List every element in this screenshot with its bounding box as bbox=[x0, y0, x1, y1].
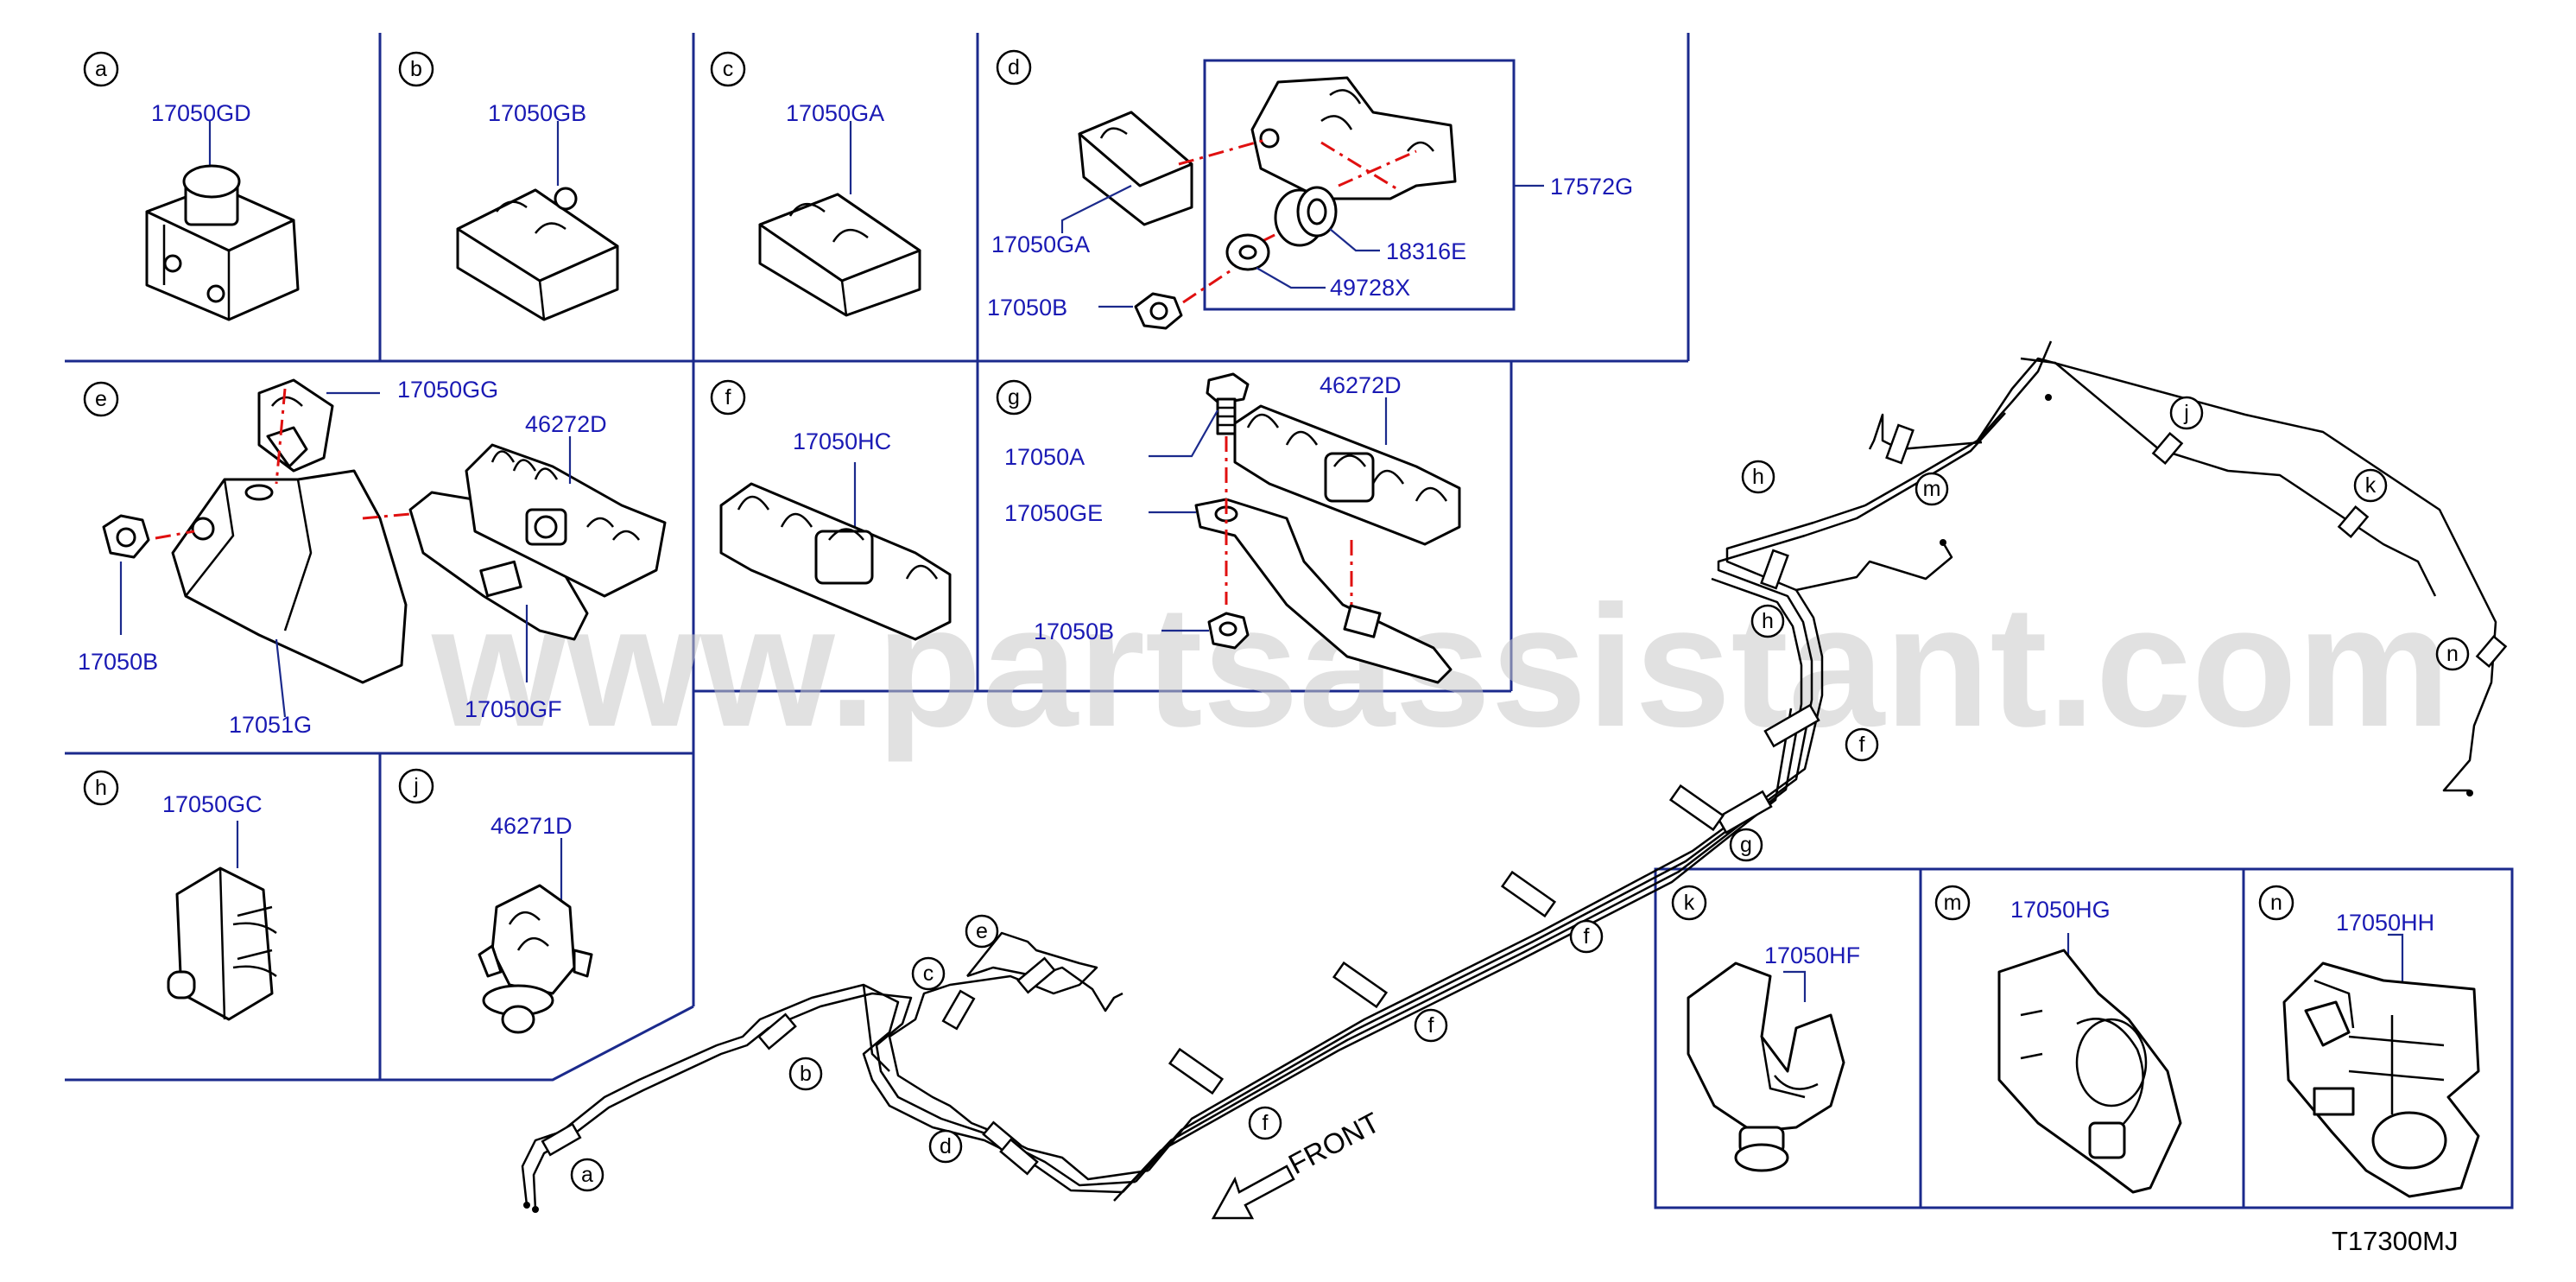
callout-f-2: f bbox=[1569, 919, 1604, 954]
panel-c-clip bbox=[758, 121, 921, 317]
pipe-routing bbox=[521, 340, 2508, 1213]
panel-letter-k: k bbox=[1671, 885, 1707, 921]
callout-d: e bbox=[965, 914, 999, 949]
part-label-17050GD: 17050GD bbox=[151, 100, 251, 126]
part-label-17050B-e: 17050B bbox=[78, 649, 158, 675]
svg-text:h: h bbox=[1762, 609, 1774, 633]
part-label-17050HG: 17050HG bbox=[2010, 897, 2111, 923]
panel-letter-m: m bbox=[1934, 885, 1971, 921]
part-label-17050GA: 17050GA bbox=[786, 100, 884, 126]
svg-text:b: b bbox=[800, 1062, 812, 1086]
part-label-17050HC: 17050HC bbox=[793, 428, 891, 454]
callout-n: n bbox=[2435, 637, 2470, 671]
callout-h-upper: h bbox=[1741, 460, 1775, 494]
svg-text:h: h bbox=[1752, 465, 1764, 489]
svg-text:f: f bbox=[1263, 1111, 1269, 1135]
callout-b: b bbox=[788, 1057, 823, 1091]
part-label-17050HF: 17050HF bbox=[1764, 942, 1860, 968]
part-label-17050GC: 17050GC bbox=[162, 791, 263, 817]
part-label-17050GG: 17050GG bbox=[397, 377, 498, 403]
svg-text:f: f bbox=[725, 385, 731, 409]
svg-text:k: k bbox=[1684, 891, 1695, 915]
svg-text:n: n bbox=[2270, 891, 2282, 915]
svg-text:d: d bbox=[940, 1134, 952, 1158]
svg-text:g: g bbox=[1740, 833, 1752, 857]
part-label-17051G: 17051G bbox=[229, 712, 312, 738]
part-label-17050B-g: 17050B bbox=[1034, 619, 1114, 644]
panel-g-assembly bbox=[1149, 372, 1461, 684]
panel-f-clip bbox=[719, 462, 952, 641]
callout-m: m bbox=[1915, 472, 1949, 506]
drawing-code: T17300MJ bbox=[2332, 1226, 2458, 1256]
svg-text:c: c bbox=[923, 962, 934, 986]
callout-f-3: f bbox=[1414, 1008, 1448, 1043]
panel-letter-f: f bbox=[710, 379, 746, 416]
svg-text:m: m bbox=[1923, 477, 1941, 501]
svg-text:n: n bbox=[2446, 642, 2459, 666]
part-label-18316E: 18316E bbox=[1386, 238, 1466, 264]
panel-letter-g: g bbox=[996, 379, 1032, 416]
part-label-17050HH: 17050HH bbox=[2336, 910, 2434, 936]
part-label-49728X: 49728X bbox=[1330, 275, 1410, 301]
callout-j: j bbox=[2169, 396, 2204, 430]
svg-text:d: d bbox=[1008, 55, 1020, 79]
part-label-17050GA-d: 17050GA bbox=[991, 232, 1090, 257]
callout-g: g bbox=[1729, 828, 1763, 862]
front-arrow-icon bbox=[1211, 1165, 1295, 1220]
front-label: FRONT bbox=[1283, 1106, 1385, 1180]
panel-b-clip bbox=[456, 121, 619, 321]
callout-f-4: f bbox=[1248, 1106, 1282, 1140]
svg-text:h: h bbox=[95, 776, 107, 800]
svg-text:f: f bbox=[1859, 733, 1865, 757]
callout-c: c bbox=[911, 956, 946, 991]
route-callouts: h m j k n h f g f f f e c b d a bbox=[570, 396, 2470, 1192]
panel-a-clip bbox=[145, 121, 300, 321]
svg-text:j: j bbox=[2183, 401, 2189, 425]
panel-letters: a b c d e f g h j k m n bbox=[83, 49, 2294, 921]
panel-letter-b: b bbox=[398, 51, 434, 87]
part-label-17050B-d: 17050B bbox=[987, 295, 1067, 320]
part-label-17050GF: 17050GF bbox=[465, 696, 562, 722]
svg-text:m: m bbox=[1944, 891, 1962, 915]
svg-text:f: f bbox=[1428, 1013, 1434, 1038]
part-label-17050A: 17050A bbox=[1004, 444, 1085, 470]
svg-text:k: k bbox=[2365, 473, 2377, 498]
part-label-17050GE: 17050GE bbox=[1004, 500, 1103, 526]
svg-text:b: b bbox=[410, 57, 422, 81]
svg-text:a: a bbox=[95, 57, 107, 81]
panel-n-clip bbox=[2282, 933, 2480, 1198]
panel-d-assembly bbox=[1060, 76, 1544, 330]
callout-f-1: f bbox=[1845, 727, 1879, 762]
svg-text:e: e bbox=[976, 919, 988, 943]
panel-letter-n: n bbox=[2258, 885, 2294, 921]
panel-letter-c: c bbox=[710, 51, 746, 87]
panel-letter-d: d bbox=[996, 49, 1032, 86]
panel-letter-a: a bbox=[83, 51, 119, 87]
callout-a: a bbox=[570, 1158, 604, 1192]
callout-k: k bbox=[2353, 468, 2388, 503]
part-label-46272D-g: 46272D bbox=[1320, 372, 1402, 398]
callout-e: d bbox=[928, 1129, 963, 1164]
svg-text:c: c bbox=[723, 57, 734, 81]
panel-m-clip bbox=[1997, 933, 2182, 1194]
svg-text:a: a bbox=[581, 1163, 593, 1187]
panel-h-clip bbox=[167, 821, 277, 1021]
panel-k-clip bbox=[1687, 962, 1845, 1172]
svg-text:j: j bbox=[413, 774, 419, 798]
svg-text:f: f bbox=[1584, 924, 1590, 949]
panel-j-clip bbox=[478, 838, 593, 1034]
part-label-46271D: 46271D bbox=[491, 813, 573, 839]
panel-frames bbox=[65, 33, 2514, 1209]
part-label-17050GB: 17050GB bbox=[488, 100, 586, 126]
panel-e-assembly bbox=[102, 378, 667, 718]
part-label-46272D-e: 46272D bbox=[525, 411, 607, 437]
svg-text:e: e bbox=[95, 387, 107, 411]
callout-h-lower: h bbox=[1750, 604, 1785, 638]
part-label-17572G: 17572G bbox=[1550, 174, 1633, 200]
panel-letter-e: e bbox=[83, 381, 119, 417]
panel-letter-h: h bbox=[83, 770, 119, 806]
panel-letter-j: j bbox=[398, 768, 434, 804]
svg-text:g: g bbox=[1008, 385, 1020, 409]
